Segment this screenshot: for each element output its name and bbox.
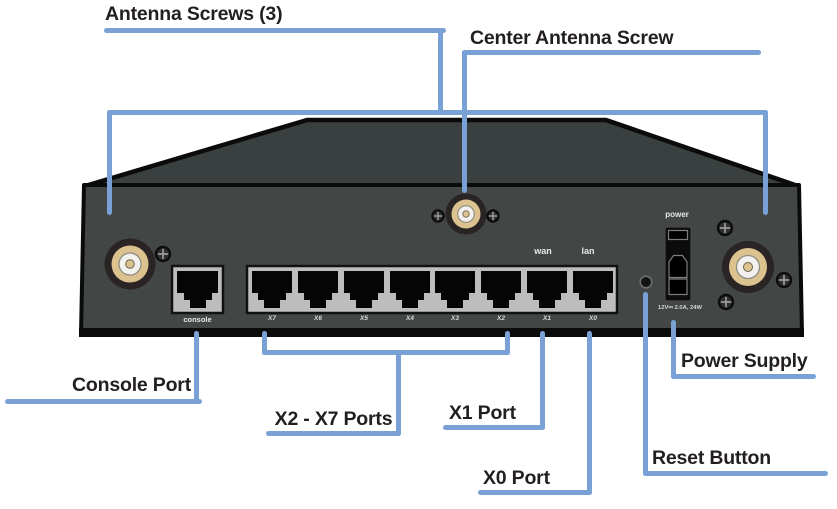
screw-icon: [775, 271, 793, 289]
right-antenna-connector: [722, 241, 774, 293]
x2x7-drop-line: [396, 350, 401, 436]
chassis-bottom-edge: [79, 328, 804, 337]
port-label-x0: X0: [589, 315, 597, 322]
antenna-screws-drop-line: [438, 28, 443, 115]
center-antenna-screw-callout: Center Antenna Screw: [470, 27, 674, 49]
screw-icon: [154, 245, 172, 263]
center-antenna-pointer: [462, 50, 467, 193]
power-underline: [671, 374, 816, 379]
port-x0: [573, 271, 613, 308]
x0-port-callout: X0 Port: [483, 467, 550, 489]
x2-x7-ports-callout: X2 - X7 Ports: [274, 408, 393, 430]
x1-underline: [443, 425, 545, 430]
port-x3: [435, 271, 475, 308]
power-supply-callout: Power Supply: [681, 350, 808, 372]
antenna-screws-left-pointer: [107, 110, 112, 215]
console-underline: [5, 399, 202, 404]
chassis-top: [82, 117, 801, 189]
power-label: power: [665, 210, 689, 219]
power-rating-label: 12V⎓ 2.0A, 24W: [658, 305, 702, 311]
port-label-x4: X4: [406, 315, 414, 322]
console-port-label: console: [183, 315, 212, 324]
console-port-callout: Console Port: [72, 374, 191, 396]
x0-pointer: [587, 331, 592, 495]
antenna-screws-underline: [104, 28, 446, 33]
port-label-x1: X1: [543, 315, 551, 322]
screw-icon: [431, 209, 445, 223]
power-pointer: [671, 320, 676, 379]
left-antenna-connector: [104, 238, 156, 290]
reset-pointer: [643, 292, 648, 476]
x2x7-right-stub: [505, 331, 510, 355]
ethernet-port-block: [245, 264, 619, 315]
port-label-x5: X5: [360, 315, 368, 322]
wan-label: wan: [534, 246, 552, 256]
x1-pointer: [540, 331, 545, 430]
x2x7-bracket-line: [262, 350, 510, 355]
port-label-x6: X6: [314, 315, 322, 322]
lan-label: lan: [581, 246, 595, 256]
x0-underline: [478, 490, 592, 495]
antenna-screws-right-pointer: [763, 110, 768, 215]
port-x2: [481, 271, 521, 308]
console-pointer: [194, 331, 199, 404]
reset-underline: [643, 471, 828, 476]
port-label-x2: X2: [497, 315, 505, 322]
center-antenna-underline: [462, 50, 761, 55]
x1-port-callout: X1 Port: [449, 402, 516, 424]
antenna-screws: [154, 209, 793, 311]
antenna-screws-span-line: [107, 110, 768, 115]
port-label-x7: X7: [268, 315, 276, 322]
center-antenna-connector: [445, 193, 487, 235]
port-x5: [344, 271, 384, 308]
antenna-screws-callout: Antenna Screws (3): [105, 3, 283, 25]
port-x6: [298, 271, 338, 308]
port-x7: [252, 271, 292, 308]
reset-button-callout: Reset Button: [652, 447, 771, 469]
port-x1: [527, 271, 567, 308]
screw-icon: [486, 209, 500, 223]
console-port: [170, 264, 225, 315]
screw-icon: [716, 219, 734, 237]
reset-button: [639, 275, 653, 289]
x2x7-underline: [266, 431, 401, 436]
port-label-x3: X3: [451, 315, 459, 322]
port-x4: [390, 271, 430, 308]
screw-icon: [717, 293, 735, 311]
power-connector: [664, 226, 692, 302]
x2x7-left-stub: [262, 331, 267, 355]
